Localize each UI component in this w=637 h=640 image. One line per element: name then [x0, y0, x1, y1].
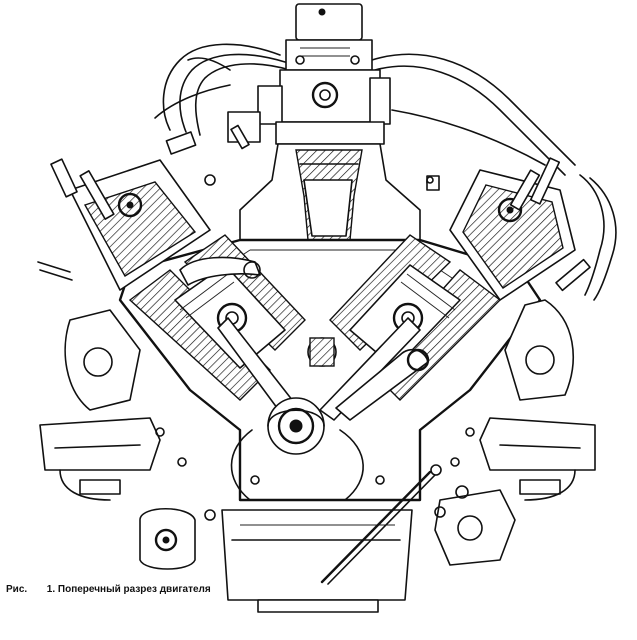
figure-caption: Рис. 1. Поперечный разрез двигателя: [6, 584, 211, 598]
wiring-lines: [37, 43, 617, 301]
oil-pan: [221, 509, 413, 613]
carburetor: [227, 3, 391, 150]
caption-label: Рис.: [6, 584, 28, 595]
cylinder-block: [118, 238, 542, 502]
left-cylinder-bank: [50, 158, 306, 411]
dipstick: [320, 464, 442, 585]
bolts: [155, 176, 475, 485]
caption-text: 1. Поперечный разрез двигателя: [46, 584, 211, 595]
crank-assembly: [179, 256, 430, 501]
engine-mounts: [39, 417, 596, 501]
lower-accessories: [139, 485, 516, 570]
intake-manifold: [165, 131, 440, 241]
